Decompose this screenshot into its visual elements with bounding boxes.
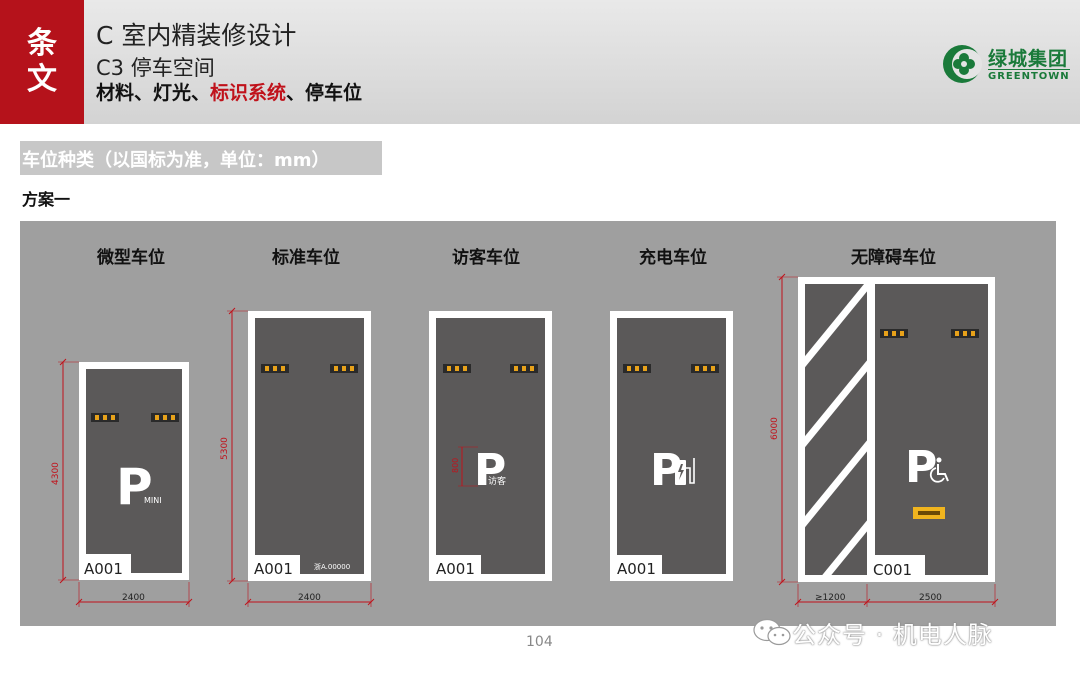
parking-p-symbol: P xyxy=(116,458,153,516)
section-title: 车位种类（以国标为准，单位：mm） xyxy=(22,150,330,171)
wheel-stopper-icon xyxy=(510,364,538,373)
topic-plain-1: 材料、灯光、 xyxy=(96,82,211,104)
tag-char-2: 文 xyxy=(27,62,57,97)
parking-p-symbol: P xyxy=(474,445,506,496)
accessible-space: C001 P 6000 ≥1200 2500 xyxy=(770,273,999,607)
wheel-stopper-icon xyxy=(330,364,358,373)
greentown-logo-icon xyxy=(943,45,982,83)
dimension-p-height: 800 xyxy=(451,458,460,473)
label-standard-space: 标准车位 xyxy=(272,248,340,268)
chapter-title: C 室内精装修设计 xyxy=(96,21,297,50)
visitor-space: A001 P 访客 800 xyxy=(429,311,552,581)
space-code: A001 xyxy=(84,560,123,578)
logo-text-cn: 绿城集团 xyxy=(988,48,1069,70)
watermark-text: 公众号 · 机电人脉 xyxy=(792,620,993,649)
dimension-height: 6000 xyxy=(770,417,780,440)
label-accessible-space: 无障碍车位 xyxy=(851,248,936,268)
wechat-icon xyxy=(753,618,791,646)
wheel-stopper-icon xyxy=(91,413,119,422)
tag-char-1: 条 xyxy=(27,26,57,61)
label-micro-space: 微型车位 xyxy=(97,248,165,268)
slide-header: 条 文 C 室内精装修设计 C3 停车空间 材料、灯光、标识系统、停车位 绿城集… xyxy=(0,0,1080,124)
parking-p-symbol: P xyxy=(905,442,937,493)
space-code: A001 xyxy=(617,560,656,578)
wheel-stopper-icon xyxy=(691,364,719,373)
label-visitor-space: 访客车位 xyxy=(452,248,520,268)
micro-space: A001 P MINI 4300 2400 xyxy=(51,358,193,607)
page-number: 104 xyxy=(526,634,553,650)
topic-plain-2: 、停车位 xyxy=(286,82,363,104)
mini-suffix: MINI xyxy=(144,496,162,505)
scheme-label: 方案一 xyxy=(22,190,71,209)
license-plate: 浙A.00000 xyxy=(314,562,350,571)
wheel-stopper-icon xyxy=(261,364,289,373)
logo-text-en: GREENTOWN xyxy=(988,69,1070,82)
space-code: A001 xyxy=(254,560,293,578)
standard-space: A001 浙A.00000 5300 2400 xyxy=(220,307,375,607)
space-code: C001 xyxy=(873,561,912,579)
charging-space: A001 P xyxy=(610,311,733,581)
dimension-width: 2500 xyxy=(919,593,942,603)
visitor-suffix: 访客 xyxy=(488,475,506,487)
topic-list: 材料、灯光、标识系统、停车位 xyxy=(96,78,362,105)
wheel-stopper-icon xyxy=(880,329,908,338)
label-charging-space: 充电车位 xyxy=(639,248,707,268)
dimension-aisle-width: ≥1200 xyxy=(815,593,846,603)
wheel-stopper-icon xyxy=(623,364,651,373)
wheel-stopper-icon xyxy=(951,329,979,338)
dimension-height: 5300 xyxy=(220,437,230,460)
wheelchair-icon xyxy=(929,457,949,483)
dimension-width: 2400 xyxy=(122,593,145,603)
wheel-stopper-icon xyxy=(151,413,179,422)
wheel-stopper-icon xyxy=(443,364,471,373)
section-subtitle: C3 停车空间 xyxy=(96,56,215,80)
ev-charger-icon xyxy=(675,458,695,485)
article-tag: 条 文 xyxy=(0,0,84,124)
hatched-aisle xyxy=(805,284,867,575)
space-code: A001 xyxy=(436,560,475,578)
dimension-height: 4300 xyxy=(51,462,61,485)
dimension-width: 2400 xyxy=(298,593,321,603)
watermark: 公众号 · 机电人脉 xyxy=(752,614,993,650)
section-title-bar xyxy=(20,141,382,175)
topic-highlight: 标识系统 xyxy=(210,82,287,104)
